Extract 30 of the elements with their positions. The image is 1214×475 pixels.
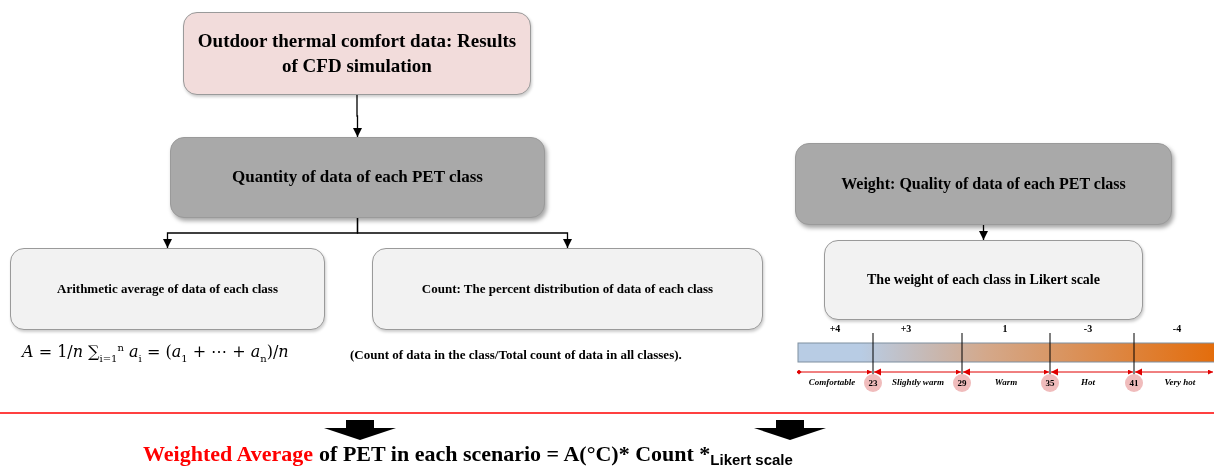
scale-value: -4 [1172,323,1182,334]
arrow [978,224,989,241]
box-label: Quantity of data of each PET class [232,166,483,189]
process-box [795,143,1172,225]
class-label: Warm [994,377,1018,387]
threshold-marker: 35 [1041,374,1059,392]
class-label: Slightly warm [892,377,944,387]
note-text: (Count of data in the class/Total count of data in all classes). [350,347,682,363]
arrow [356,217,573,249]
process-box [170,137,545,218]
box-label: Weight: Quality of data of each PET class [841,173,1126,195]
step-box [824,240,1143,320]
threshold-marker: 23 [864,374,882,392]
box-label: Count: The percent distribution of data of each class [421,280,714,298]
class-label: Very hot [1164,377,1196,387]
threshold-marker: 29 [953,374,971,392]
step-box [10,248,325,330]
step-box [372,248,763,330]
box-label: The weight of each class in Likert scale [867,270,1100,289]
arrow [352,94,363,138]
box-label: Arithmetic average of data of each class [57,280,278,298]
process-box [183,12,531,95]
block-arrow [754,420,826,440]
formula-text: of PET in each scenario = A(°C)* Count *$_{Likert scale}$ [319,441,793,468]
box-label: Outdoor thermal comfort data: Results of CFD simulation [196,28,518,78]
block-arrow [324,420,396,440]
threshold-marker: 41 [1125,374,1143,392]
formula-text: Weighted Average [143,441,314,467]
class-label: Hot [1081,377,1095,387]
class-label: Comfortable [808,377,856,387]
